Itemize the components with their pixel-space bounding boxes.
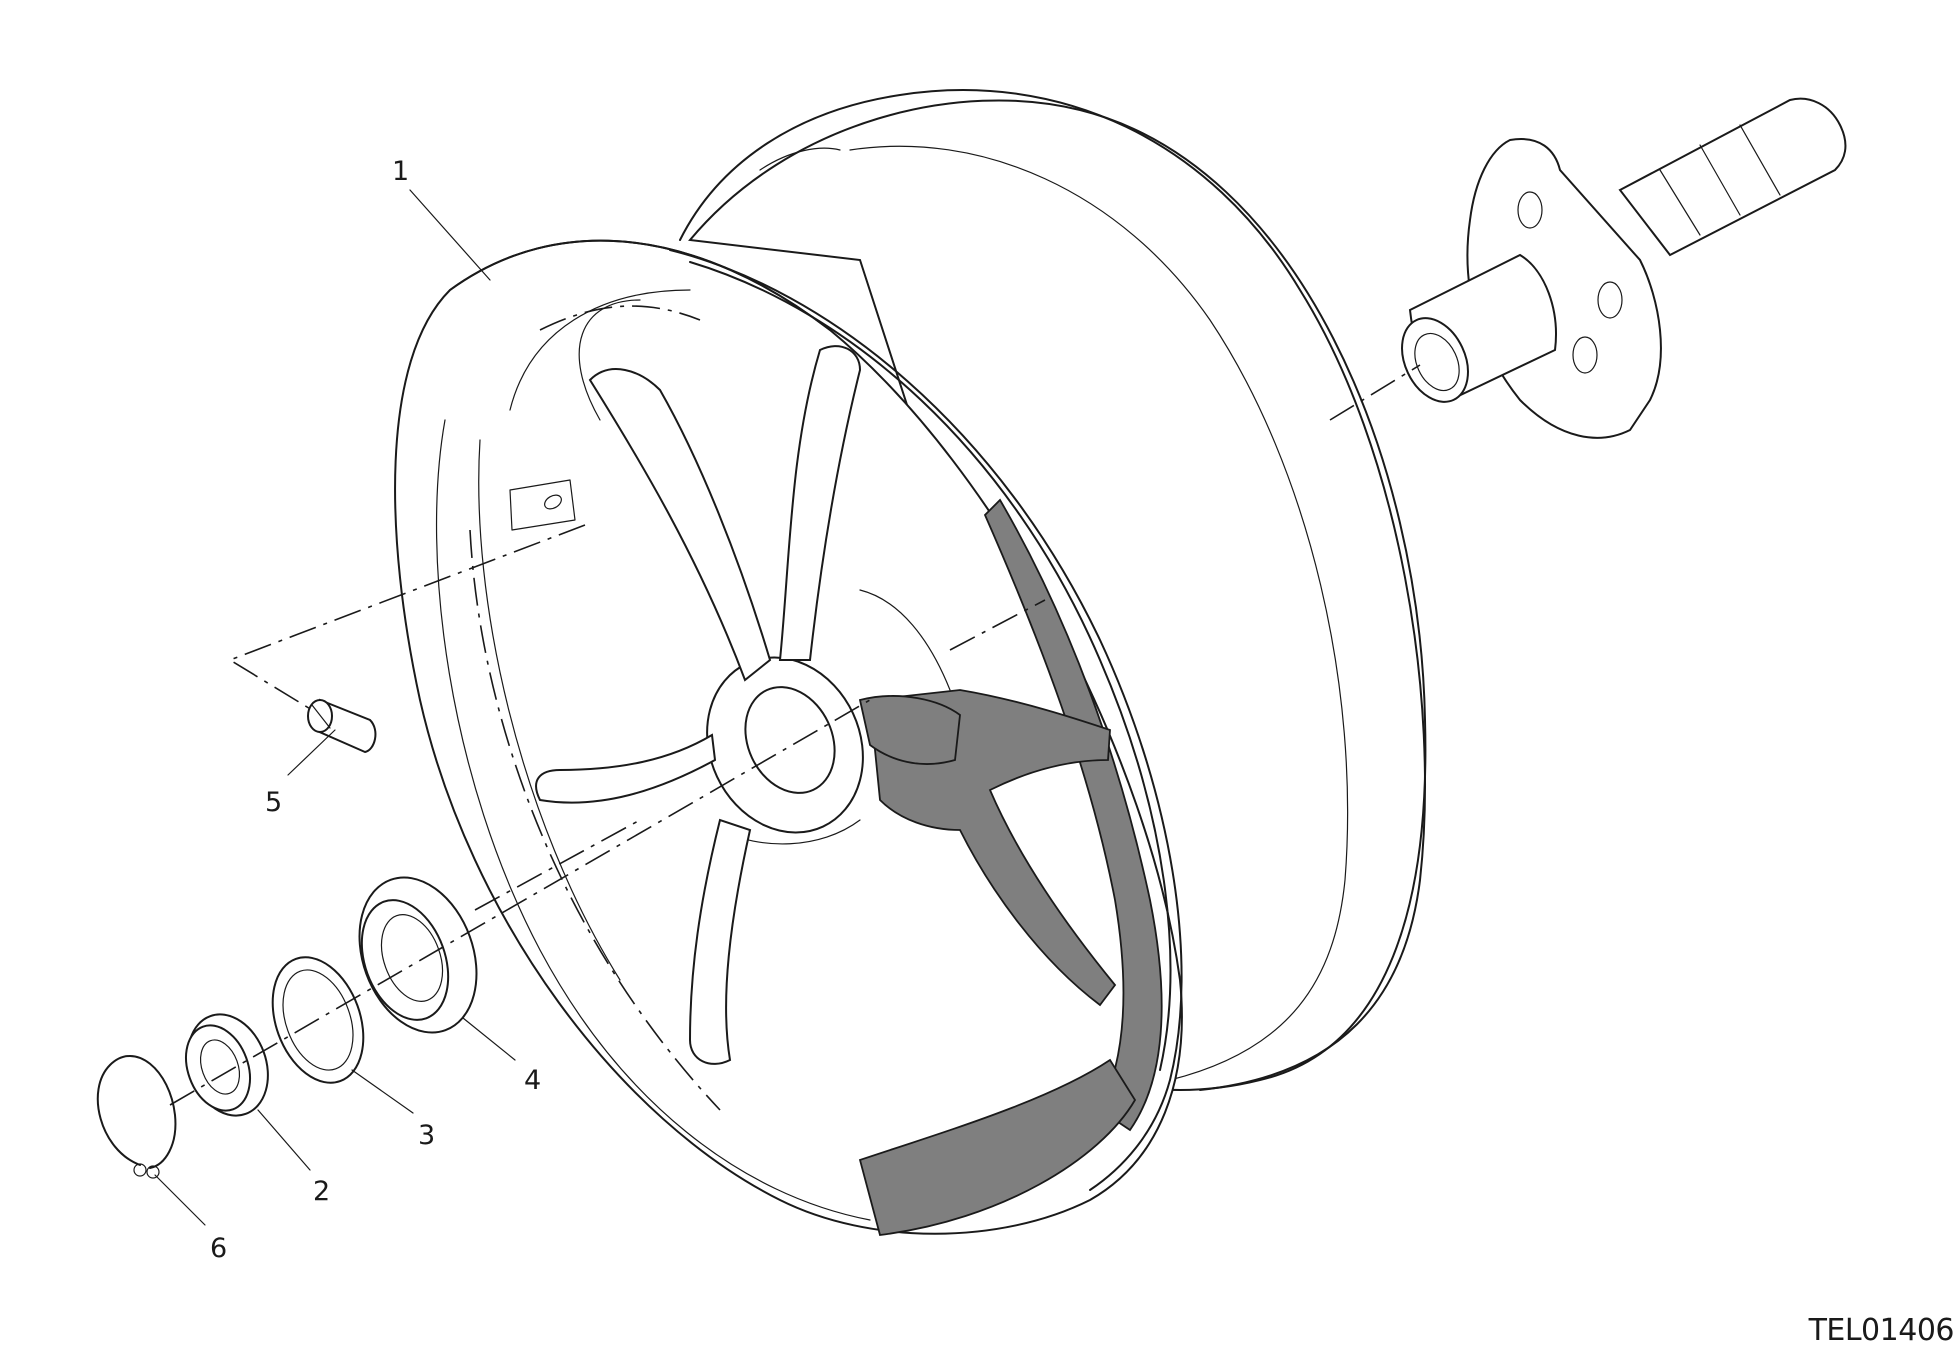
rim-back-edge xyxy=(679,89,1426,1091)
hub-bore xyxy=(744,686,836,794)
callout-2: 2 xyxy=(313,1176,330,1207)
callout-5: 5 xyxy=(265,787,282,818)
callout-numbers: 1 2 3 4 5 6 xyxy=(210,156,541,1264)
hub-shaft xyxy=(1401,97,1847,439)
rim-back-shell xyxy=(688,99,1427,1091)
leader-2 xyxy=(257,1109,311,1171)
callout-6: 6 xyxy=(210,1233,227,1264)
leader-3 xyxy=(351,1069,414,1114)
leader-6 xyxy=(154,1174,206,1226)
valve xyxy=(307,698,377,754)
hub-shaded xyxy=(858,695,961,765)
shaft-splined-end xyxy=(1618,97,1847,257)
callout-4: 4 xyxy=(524,1065,541,1096)
spoke-shaded xyxy=(869,689,1117,1007)
callout-3: 3 xyxy=(418,1120,435,1151)
circlip xyxy=(96,1054,177,1179)
bearing-seal xyxy=(358,876,478,1034)
callout-1: 1 xyxy=(392,156,409,187)
wheel-rim xyxy=(394,89,1427,1236)
leader-4 xyxy=(462,1017,516,1061)
spoke-lower xyxy=(688,818,752,1065)
alignment-lines xyxy=(169,364,1421,1106)
ring-nut xyxy=(185,1013,269,1117)
spoke-upper xyxy=(778,345,862,661)
spoke-upper-left xyxy=(588,368,772,682)
leader-5 xyxy=(287,729,336,776)
leader-1 xyxy=(409,189,491,281)
spoke-left xyxy=(535,733,717,804)
rim-shaded-bottom xyxy=(858,1058,1137,1236)
leader-lines xyxy=(154,189,516,1226)
drawing-code: TEL01406 xyxy=(1808,1313,1955,1348)
